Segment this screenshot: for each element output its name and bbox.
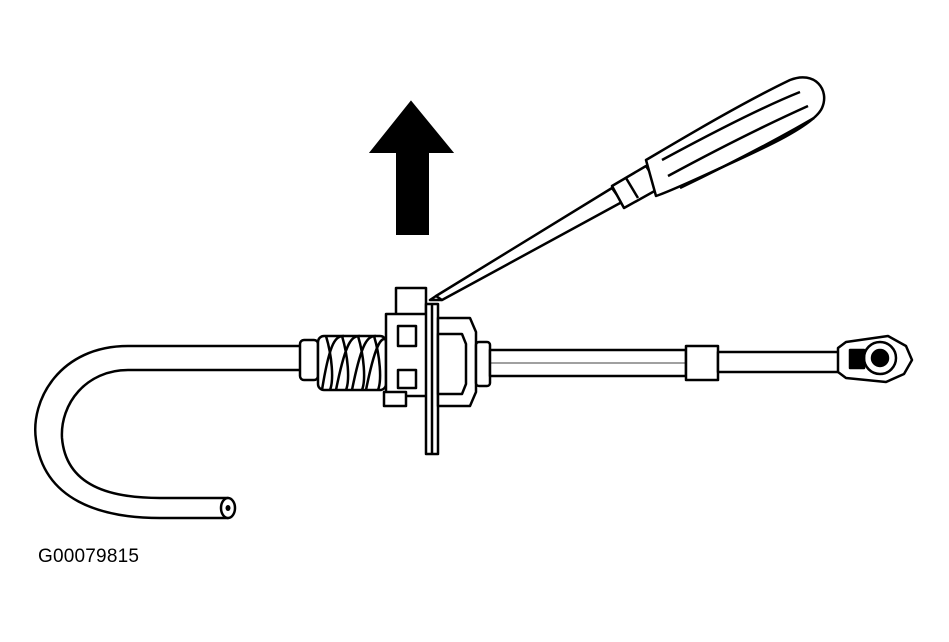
shift-cable — [34, 286, 914, 520]
cable-hose — [34, 344, 307, 520]
screwdriver-icon — [428, 76, 826, 302]
figure-id-label: G00079815 — [38, 546, 140, 567]
cable-end-fitting — [836, 334, 914, 384]
up-arrow-icon — [368, 100, 455, 235]
coil-spring — [316, 334, 389, 392]
retainer-clip — [382, 286, 492, 456]
cable-sleeve — [684, 344, 720, 382]
